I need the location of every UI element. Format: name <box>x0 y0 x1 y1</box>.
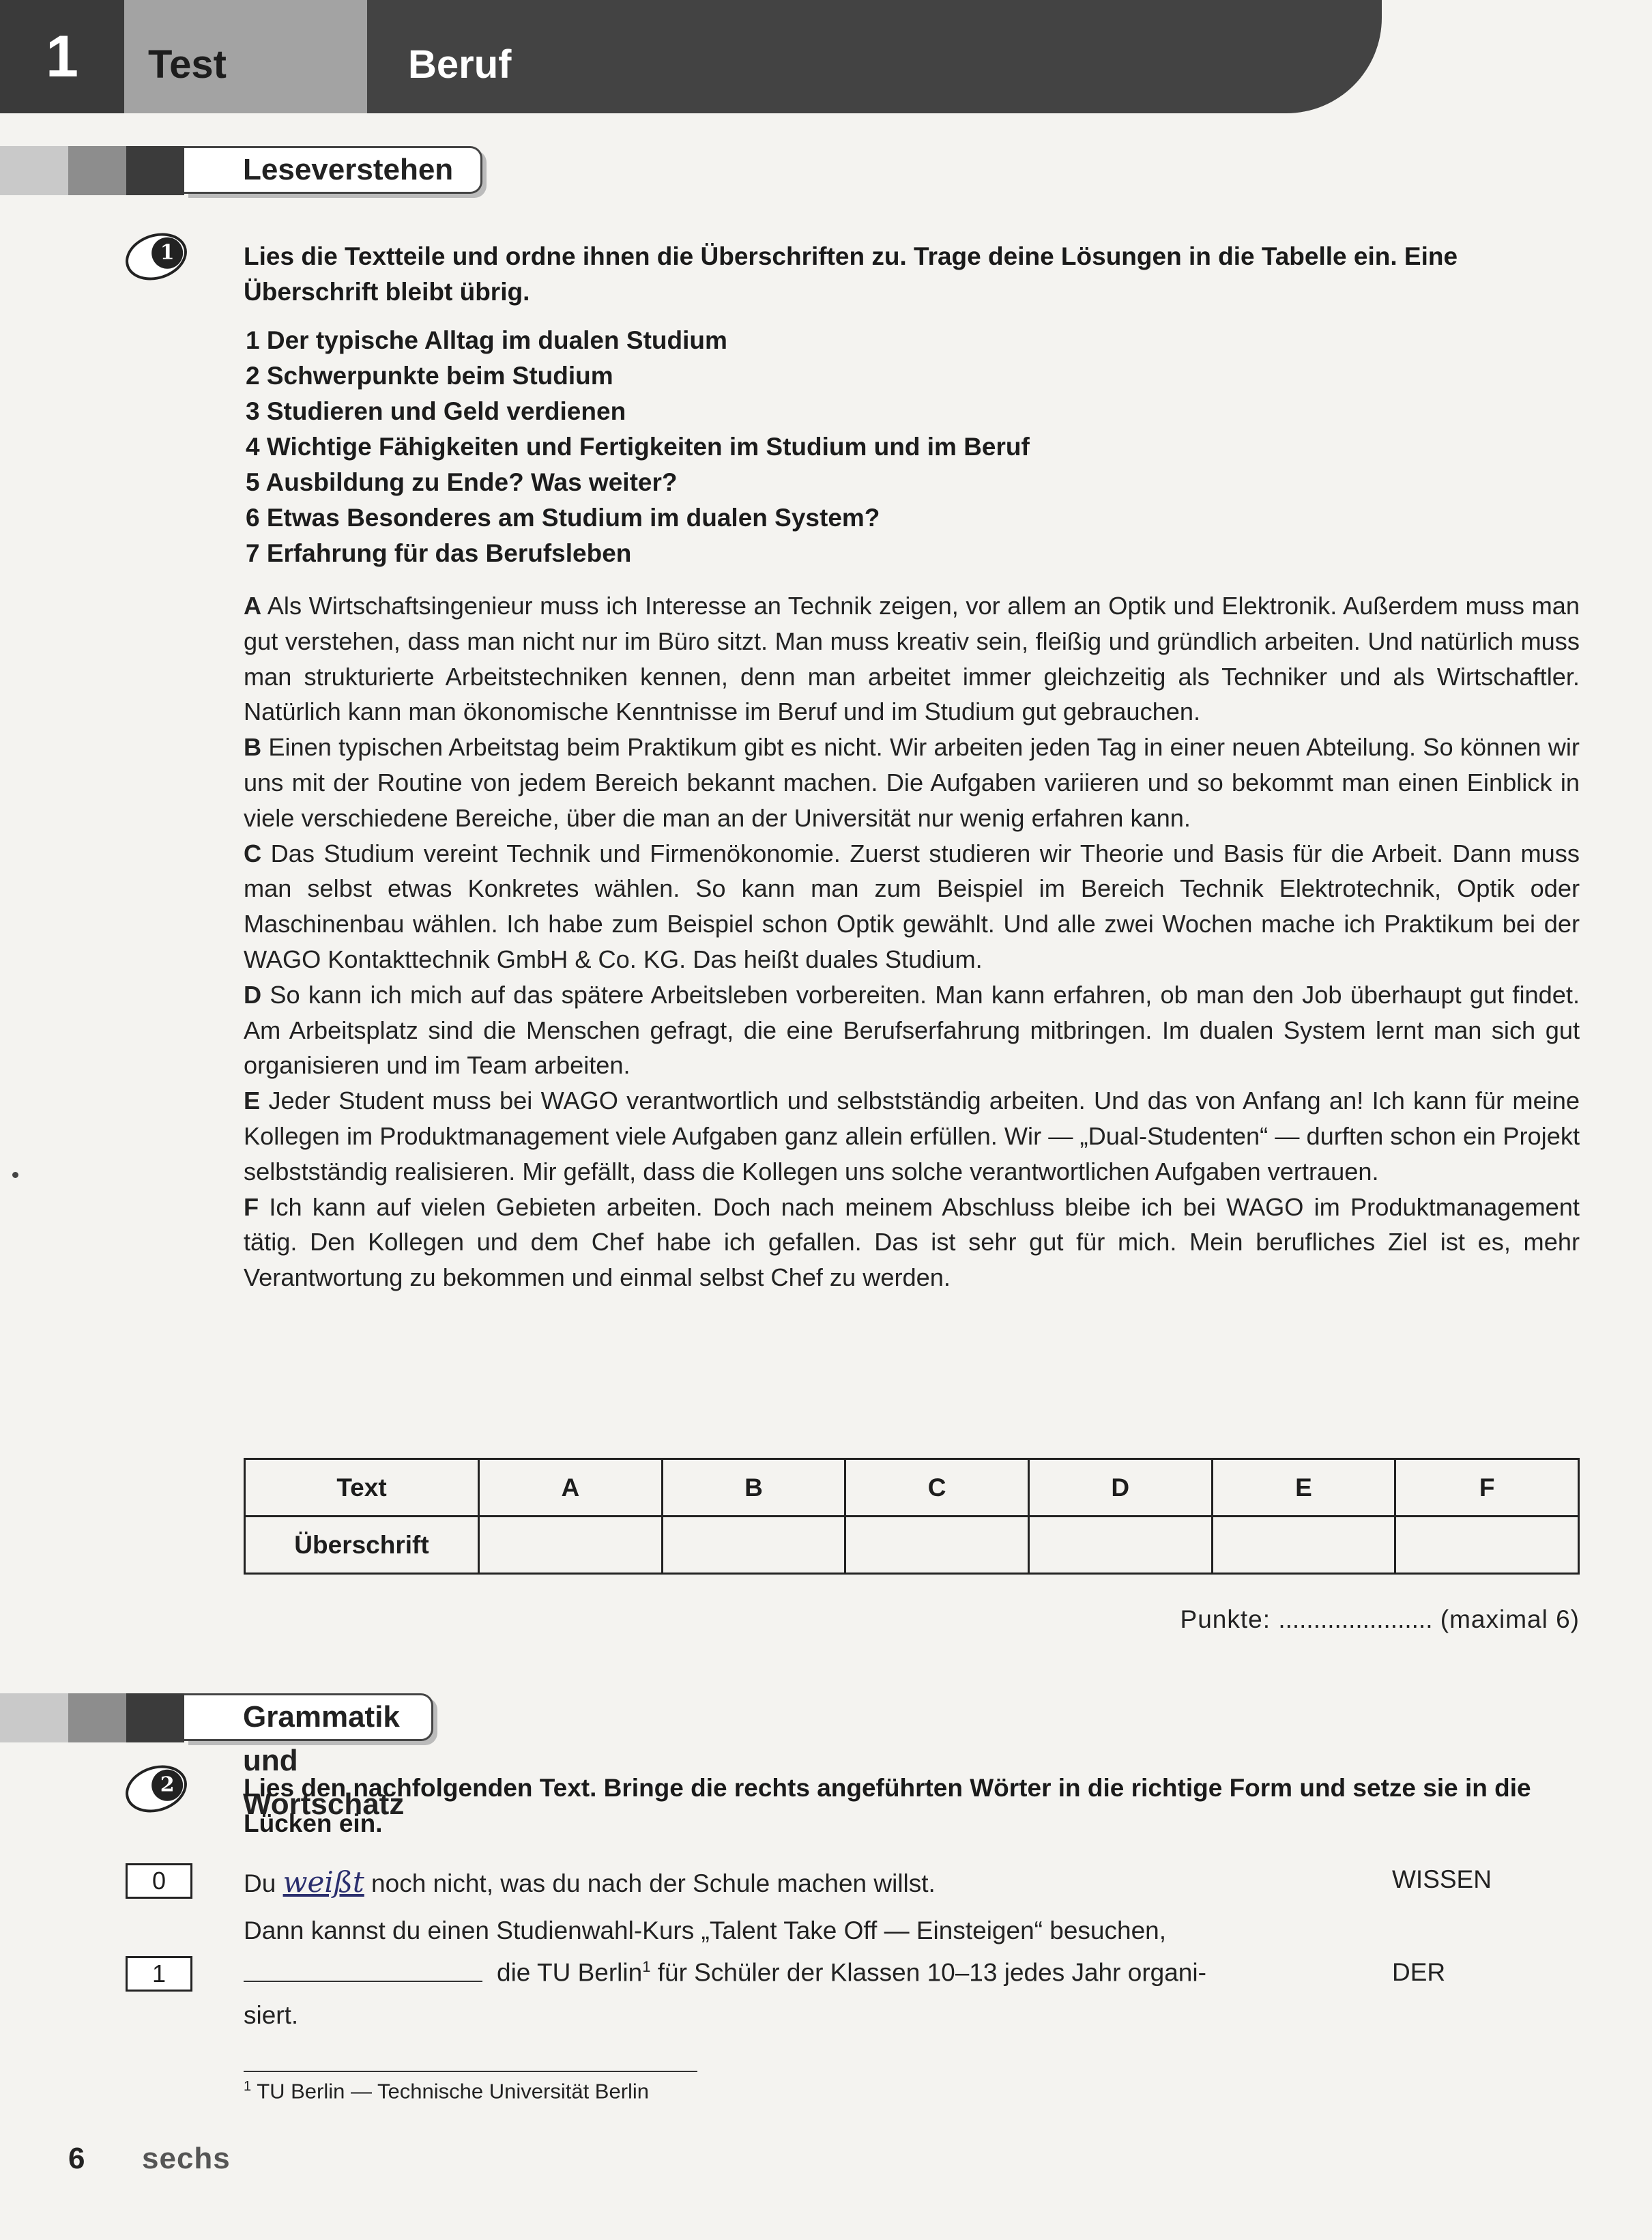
footnote-text: TU Berlin — Technische Universität Berli… <box>257 2079 650 2103</box>
margin-dot <box>12 1172 18 1178</box>
score-label: Punkte: <box>1180 1605 1271 1633</box>
text-paragraph: E Jeder Student muss bei WAGO verantwort… <box>244 1083 1580 1189</box>
chapter-topic: Beruf <box>408 42 512 87</box>
chapter-label: Test <box>124 0 367 113</box>
text-letter: B <box>244 733 262 762</box>
text-letter: A <box>244 592 262 620</box>
item-sentence: Du weißt noch nicht, was du nach der Sch… <box>244 1865 936 1899</box>
exercise-badge: 2 <box>119 1757 193 1820</box>
heading-item: 3 Studieren und Geld verdienen <box>246 397 626 425</box>
text-paragraph: F Ich kann auf vielen Gebieten arbeiten.… <box>244 1190 1580 1295</box>
heading-item: 6 Etwas Besonderes am Studium im dualen … <box>246 504 880 532</box>
answer-cell[interactable] <box>844 1515 1030 1575</box>
text-letter: C <box>244 839 262 867</box>
exercise-badge: 1 <box>119 225 193 288</box>
chapter-number: 1 <box>0 0 124 113</box>
item-text: Du <box>244 1869 276 1897</box>
text-body: So kann ich mich auf das spätere Arbeits… <box>244 980 1580 1080</box>
table-row: Überschrift <box>244 1515 1580 1575</box>
section-title: Leseverstehen <box>184 146 483 194</box>
text-paragraph: A Als Wirtschaftsingenieur muss ich Inte… <box>244 588 1580 730</box>
table-header-cell: C <box>844 1458 1030 1517</box>
page-number-word: sechs <box>142 2142 231 2175</box>
heading-item: 7 Erfahrung für das Berufsleben <box>246 539 632 567</box>
table-row: Text A B C D E F <box>244 1458 1580 1517</box>
table-header-cell: F <box>1394 1458 1580 1517</box>
item-text: die TU Berlin <box>497 1958 643 1987</box>
answer-table: Text A B C D E F Überschrift <box>244 1458 1580 1575</box>
heading-item: 2 Schwerpunkte beim Studium <box>246 362 613 390</box>
answer-cell[interactable] <box>478 1515 663 1575</box>
heading-list: 1 Der typische Alltag im dualen Studium … <box>246 323 1030 571</box>
table-header-cell: A <box>478 1458 663 1517</box>
exercise-instruction: Lies die Textteile und ordne ihnen die Ü… <box>244 242 1458 306</box>
answer-blank[interactable] <box>244 1981 482 1982</box>
base-word: DER <box>1392 1958 1446 1986</box>
answer-cell[interactable] <box>1211 1515 1397 1575</box>
score-max: (maximal 6) <box>1440 1605 1580 1633</box>
page-number: 6 <box>68 2142 85 2175</box>
item-number-box: 0 <box>126 1863 192 1899</box>
answer-cell[interactable] <box>1394 1515 1580 1575</box>
heading-item: 4 Wichtige Fähigkeiten und Fertigkeiten … <box>246 433 1030 461</box>
exercise-number: 1 <box>151 237 184 269</box>
item-sentence: siert. <box>244 2001 299 2029</box>
text-paragraph: C Das Studium vereint Technik und Firmen… <box>244 836 1580 977</box>
text-body: Als Wirtschaftsingenieur muss ich Intere… <box>244 592 1580 726</box>
text-letter: F <box>244 1192 259 1221</box>
item-text: noch nicht, was du nach der Schule mache… <box>371 1869 936 1897</box>
footnote-ref: 1 <box>642 1958 651 1975</box>
text-letter: D <box>244 980 262 1009</box>
answer-cell[interactable] <box>661 1515 847 1575</box>
item-number-box: 1 <box>126 1956 192 1992</box>
section-title: Grammatik und Wortschatz <box>184 1693 434 1821</box>
table-header-cell: D <box>1027 1458 1213 1517</box>
text-paragraph: B Einen typischen Arbeitstag beim Prakti… <box>244 730 1580 835</box>
heading-item: 1 Der typische Alltag im dualen Studium <box>246 326 727 354</box>
item-text: für Schüler der Klassen 10–13 jedes Jahr… <box>657 1958 1206 1987</box>
text-body: Einen typischen Arbeitstag beim Praktiku… <box>244 733 1580 832</box>
exercise-number: 2 <box>151 1769 184 1801</box>
table-row-label: Überschrift <box>244 1515 480 1575</box>
footnote-divider <box>244 2071 697 2072</box>
table-row-label: Text <box>244 1458 480 1517</box>
text-body: Das Studium vereint Technik und Firmenök… <box>244 839 1580 973</box>
base-word: WISSEN <box>1392 1865 1492 1893</box>
heading-item: 5 Ausbildung zu Ende? Was weiter? <box>246 468 678 496</box>
exercise-instruction: Lies den nachfolgenden Text. Bringe die … <box>244 1774 1531 1837</box>
score-line: Punkte: ...................... (maximal … <box>1180 1605 1580 1634</box>
reading-texts: A Als Wirtschaftsingenieur muss ich Inte… <box>244 588 1580 1295</box>
score-blank[interactable]: ...................... <box>1278 1605 1433 1633</box>
text-body: Ich kann auf vielen Gebieten arbeiten. D… <box>244 1192 1580 1292</box>
footnote-marker: 1 <box>244 2079 252 2094</box>
text-letter: E <box>244 1087 261 1115</box>
text-paragraph: D So kann ich mich auf das spätere Arbei… <box>244 977 1580 1083</box>
text-body: Jeder Student muss bei WAGO verantwortli… <box>244 1087 1580 1186</box>
table-header-cell: E <box>1211 1458 1397 1517</box>
item-sentence: Dann kannst du einen Studienwahl-Kurs „T… <box>244 1916 1166 1944</box>
example-answer: weißt <box>282 1865 364 1899</box>
answer-cell[interactable] <box>1027 1515 1213 1575</box>
table-header-cell: B <box>661 1458 847 1517</box>
footnote: 1 TU Berlin — Technische Universität Ber… <box>244 2079 649 2103</box>
item-sentence: die TU Berlin1 für Schüler der Klassen 1… <box>497 1958 1206 1987</box>
